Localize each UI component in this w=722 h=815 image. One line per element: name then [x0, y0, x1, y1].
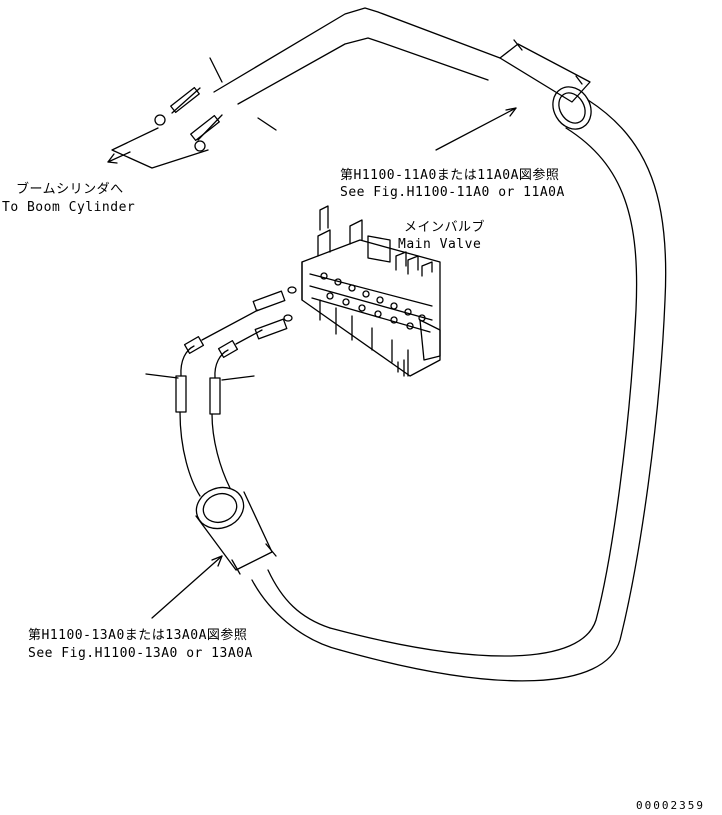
boom-cylinder-label-en: To Boom Cylinder — [2, 200, 136, 215]
main-hose-loop — [251, 99, 667, 682]
lower-hose-assembly — [145, 286, 297, 497]
upper-reference-label-en: See Fig.H1100-11A0 or 11A0A — [340, 185, 565, 200]
drawing-number: 00002359 — [636, 799, 705, 812]
lower-reference-leader — [151, 555, 223, 619]
upper-hose-assembly — [154, 7, 501, 152]
boom-cylinder-leader — [107, 127, 209, 169]
upper-reference-leader — [435, 107, 517, 151]
main-valve-label-jp: メインバルブ — [404, 220, 486, 235]
lower-reference-label-jp: 第H1100-13A0または13A0A図参照 — [28, 628, 248, 643]
main-valve-label-en: Main Valve — [398, 237, 482, 252]
upper-hose-sleeve — [499, 39, 592, 130]
lower-hose-sleeve — [195, 486, 277, 575]
main-valve-body — [301, 205, 441, 377]
upper-reference-label-jp: 第H1100-11A0または11A0A図参照 — [340, 168, 560, 183]
lower-reference-label-en: See Fig.H1100-13A0 or 13A0A — [28, 646, 253, 661]
boom-cylinder-label-jp: ブームシリンダへ — [16, 182, 124, 197]
